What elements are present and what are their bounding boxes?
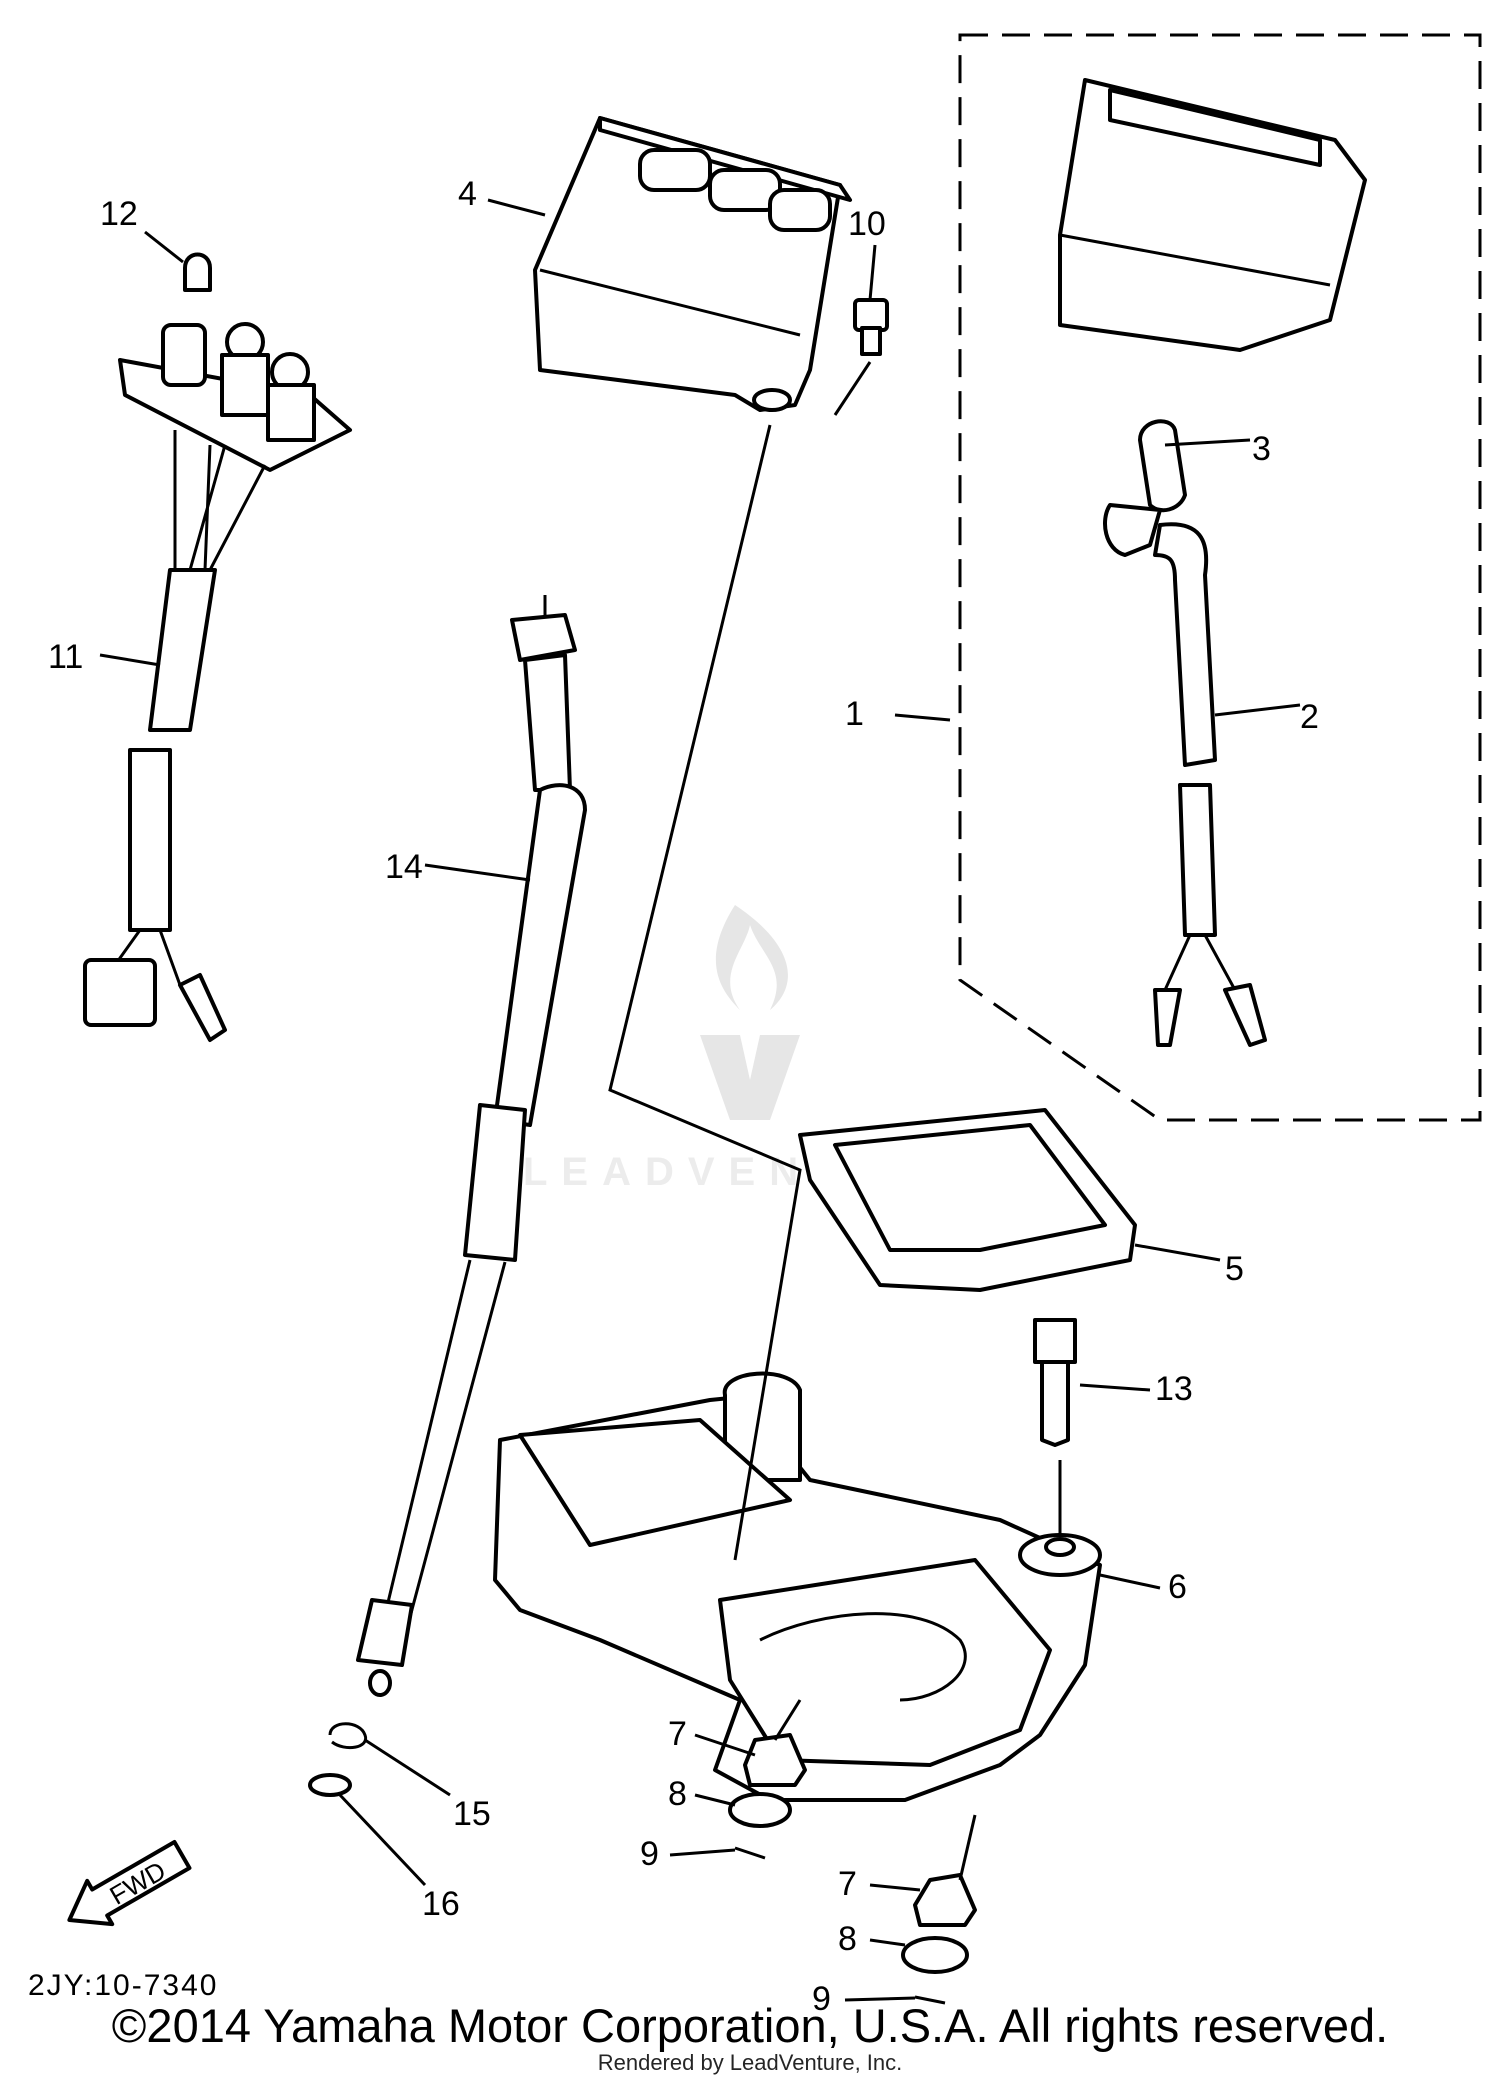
meter-assembly	[1058, 78, 1367, 352]
small-bulb	[183, 252, 212, 292]
meter-bracket	[493, 1371, 1102, 1802]
meter-case	[533, 116, 852, 412]
copyright-notice: ©2014 Yamaha Motor Corporation, U.S.A. A…	[111, 1999, 1389, 2052]
callout-9a: 9	[640, 1835, 659, 1873]
socket-cord	[83, 322, 352, 1042]
callout-5: 5	[1225, 1250, 1244, 1288]
speedometer-cable	[356, 595, 587, 1697]
o-ring	[308, 1773, 352, 1797]
callout-8a: 8	[668, 1775, 687, 1813]
callout-7b: 7	[838, 1865, 857, 1903]
assembly-outline	[958, 33, 1482, 1122]
callout-2: 2	[1300, 698, 1319, 736]
callout-leaders	[99, 198, 1301, 2002]
callout-4: 4	[458, 175, 477, 213]
callout-8b: 8	[838, 1920, 857, 1958]
callout-15: 15	[453, 1795, 491, 1833]
fwd-arrow-icon: FWD	[67, 1840, 192, 1927]
callout-14: 14	[385, 848, 423, 886]
callout-1: 1	[845, 695, 864, 733]
grommet-set-right	[901, 1814, 977, 2005]
bulb	[1138, 419, 1187, 513]
screw	[853, 298, 889, 356]
drawing-code: 2JY:10-7340	[28, 1969, 218, 2002]
meter-lead	[1103, 503, 1267, 1047]
leader-line	[608, 424, 802, 1561]
callout-10: 10	[848, 205, 886, 243]
callout-16: 16	[422, 1885, 460, 1923]
callout-3: 3	[1252, 430, 1271, 468]
callout-9b: 9	[812, 1980, 831, 2018]
callout-7a: 7	[668, 1715, 687, 1753]
callout-6: 6	[1168, 1568, 1187, 1606]
callout-11: 11	[48, 638, 83, 676]
grommet-set-left	[728, 1699, 807, 1860]
callout-12: 12	[100, 195, 138, 233]
damper	[798, 1108, 1137, 1292]
bolt	[1033, 1318, 1077, 1447]
clip	[328, 1722, 368, 1750]
rendered-by-notice: Rendered by LeadVenture, Inc.	[597, 2050, 903, 2075]
callout-13: 13	[1155, 1370, 1193, 1408]
